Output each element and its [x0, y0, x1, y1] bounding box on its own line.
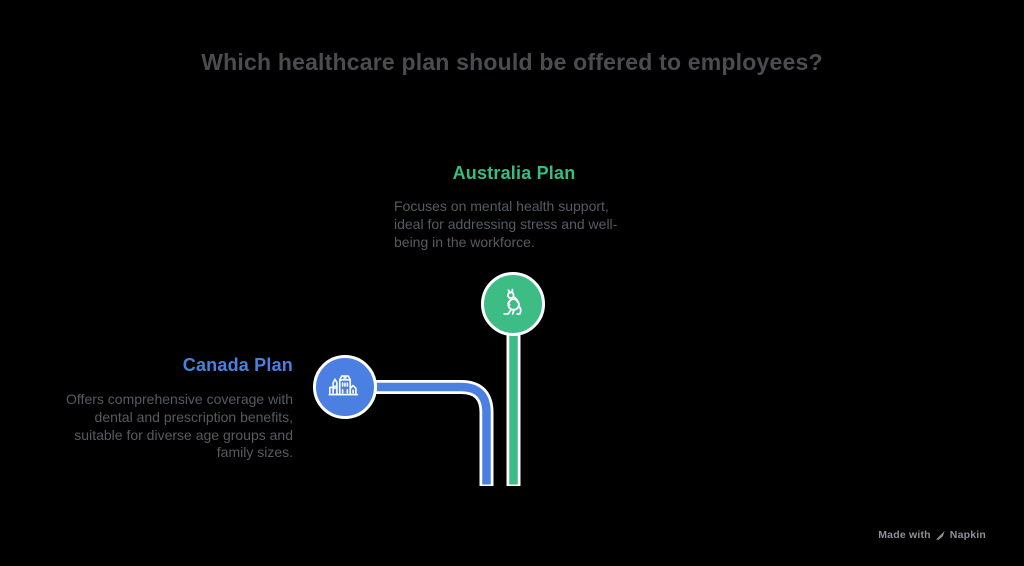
australia-plan-label: Australia Plan	[452, 163, 576, 183]
diagram-title: Which healthcare plan should be offered …	[201, 49, 823, 75]
canada-plan-label: Canada Plan	[182, 355, 293, 375]
watermark-prefix: Made with	[878, 529, 931, 541]
chateau-icon	[328, 375, 359, 396]
watermark-brand: Napkin	[949, 529, 986, 541]
canada-plan-description: Offers comprehensive coverage with denta…	[66, 391, 293, 461]
canada-plan-badge	[313, 355, 377, 419]
australia-plan-description: Focuses on mental health support, ideal …	[394, 198, 618, 250]
kangaroo-icon	[503, 288, 522, 315]
watermark: Made with Napkin	[878, 529, 986, 541]
australia-plan-badge	[481, 272, 545, 336]
napkin-pen-icon	[935, 530, 945, 540]
